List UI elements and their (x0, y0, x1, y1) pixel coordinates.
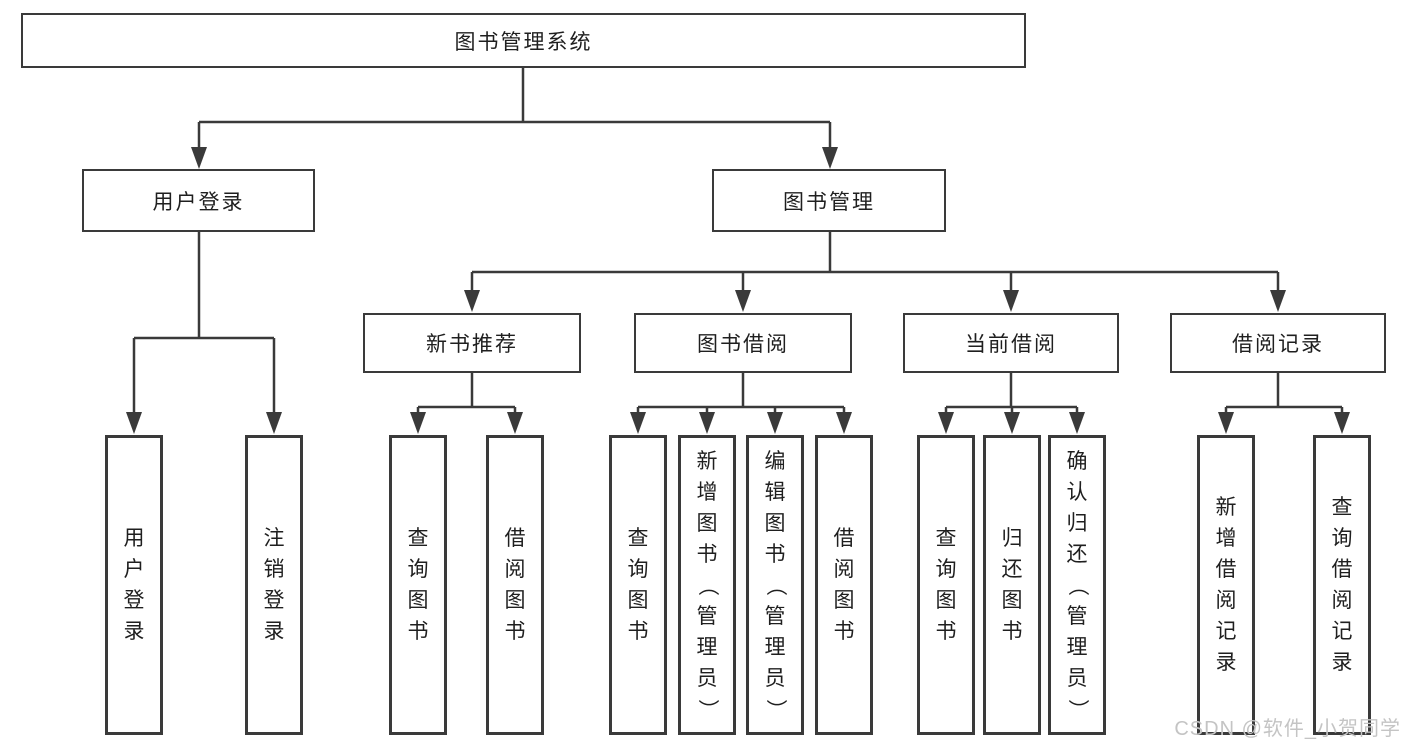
edge-root-children (191, 68, 838, 169)
node-current-borrow: 当前借阅 (903, 313, 1119, 373)
leaf-borrow-books-recommend: 借阅图书 (486, 435, 544, 735)
leaf-query-books-current: 查询图书 (917, 435, 975, 735)
node-borrow-records: 借阅记录 (1170, 313, 1386, 373)
edge-user-login-children (126, 232, 282, 434)
leaf-confirm-return-admin: 确认归还（管理员） (1048, 435, 1106, 735)
node-book-management: 图书管理 (712, 169, 946, 232)
leaf-return-books: 归还图书 (983, 435, 1041, 735)
node-book-borrow: 图书借阅 (634, 313, 852, 373)
leaf-edit-book-admin: 编辑图书（管理员） (746, 435, 804, 735)
edge-new-book-children (410, 373, 523, 434)
leaf-query-books-borrow: 查询图书 (609, 435, 667, 735)
leaf-add-borrow-record: 新增借阅记录 (1197, 435, 1255, 735)
node-new-book-recommend: 新书推荐 (363, 313, 581, 373)
leaf-add-book-admin: 新增图书（管理员） (678, 435, 736, 735)
leaf-query-borrow-record: 查询借阅记录 (1313, 435, 1371, 735)
edge-current-borrow-children (938, 373, 1085, 434)
csdn-watermark: CSDN @软件_小贺同学 (1174, 718, 1401, 740)
leaf-logout: 注销登录 (245, 435, 303, 735)
edge-borrow-records-children (1218, 373, 1350, 434)
edge-book-management-children (464, 232, 1286, 312)
edge-book-borrow-children (630, 373, 852, 434)
leaf-borrow-books: 借阅图书 (815, 435, 873, 735)
leaf-user-login: 用户登录 (105, 435, 163, 735)
node-root: 图书管理系统 (21, 13, 1026, 68)
leaf-query-books-recommend: 查询图书 (389, 435, 447, 735)
node-user-login: 用户登录 (82, 169, 315, 232)
